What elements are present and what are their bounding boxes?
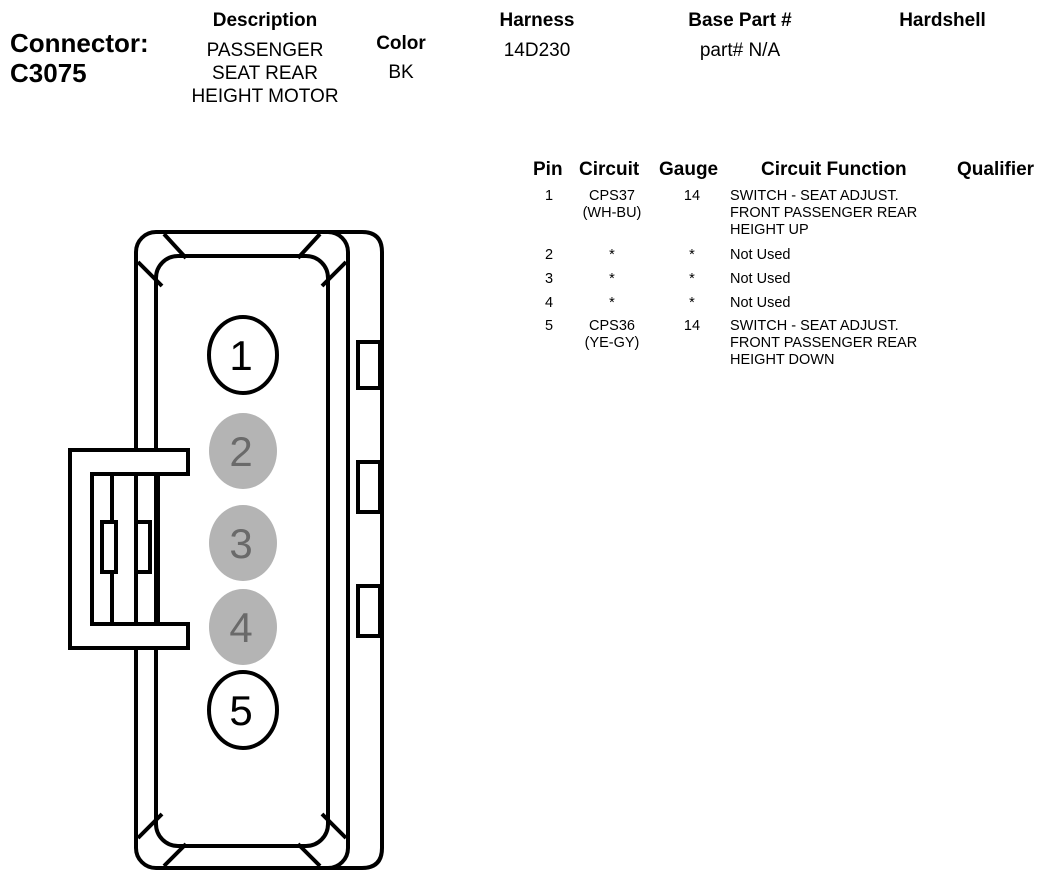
pin-cell: 3 [544,271,554,287]
connector-title: Connector: C3075 [10,28,149,88]
pin-cavities: 1 2 3 4 5 [207,315,279,750]
pin-cavity-1: 1 [207,315,279,395]
pin-number: 4 [229,604,252,651]
hardshell-header: Hardshell [899,10,986,31]
connector-id: C3075 [10,58,87,88]
function-line: FRONT PASSENGER REAR [730,335,918,351]
pin-cavity-2: 2 [209,413,277,489]
base-part-value: part# N/A [699,40,781,61]
description-line: SEAT REAR [212,63,318,84]
function-line: SWITCH - SEAT ADJUST. [730,188,899,204]
base-part-header: Base Part # [688,10,792,31]
gauge-cell: * [689,247,695,263]
function-cell: SWITCH - SEAT ADJUST. FRONT PASSENGER RE… [730,188,917,239]
description-line: HEIGHT MOTOR [191,86,339,107]
circuit-line: CPS37 [589,188,635,204]
pin-circle [207,670,279,750]
circuit-line: (YE-GY) [584,335,640,351]
locking-latch [68,448,190,650]
function-cell: Not Used [730,271,791,287]
circuit-cell: CPS37 (WH-BU) [570,188,654,222]
circuit-cell: * [609,295,615,311]
pin-number: 1 [229,332,252,379]
function-line: SWITCH - SEAT ADJUST. [730,318,899,334]
connector-label: Connector: [10,28,149,58]
pin-cavity-5: 5 [207,670,279,750]
circuit-cell: * [609,271,615,287]
pin-cavity-3: 3 [209,505,277,581]
harness-header: Harness [499,10,575,31]
circuit-line: CPS36 [589,318,635,334]
description-value: PASSENGER SEAT REAR HEIGHT MOTOR [170,39,360,108]
description-line: PASSENGER [206,40,324,61]
pin-circle [209,589,277,665]
pin-number: 3 [229,520,252,567]
col-header-circuit: Circuit [579,159,640,180]
pin-circle [209,413,277,489]
gauge-cell: 14 [683,188,701,204]
color-header: Color [376,33,426,54]
pin-cavity-4: 4 [209,589,277,665]
gauge-cell: * [689,271,695,287]
pin-number: 5 [229,687,252,734]
harness-value: 14D230 [503,40,571,61]
pin-circle [207,315,279,395]
gauge-cell: 14 [683,318,701,334]
description-header: Description [212,10,318,31]
pin-cell: 5 [544,318,554,334]
function-line: HEIGHT UP [730,222,809,238]
pin-cell: 2 [544,247,554,263]
circuit-cell: * [609,247,615,263]
function-cell: Not Used [730,247,791,263]
circuit-cell: CPS36 (YE-GY) [570,318,654,352]
col-header-qualifier: Qualifier [957,159,1035,180]
color-value: BK [388,62,414,83]
pin-cell: 1 [544,188,554,204]
gauge-cell: * [689,295,695,311]
pin-cell: 4 [544,295,554,311]
function-line: HEIGHT DOWN [730,352,835,368]
function-line: FRONT PASSENGER REAR [730,205,918,221]
function-cell: Not Used [730,295,791,311]
col-header-function: Circuit Function [761,159,907,180]
col-header-pin: Pin [533,159,563,180]
col-header-gauge: Gauge [659,159,719,180]
pin-circle [209,505,277,581]
circuit-line: (WH-BU) [582,205,642,221]
function-cell: SWITCH - SEAT ADJUST. FRONT PASSENGER RE… [730,318,917,369]
pin-number: 2 [229,428,252,475]
